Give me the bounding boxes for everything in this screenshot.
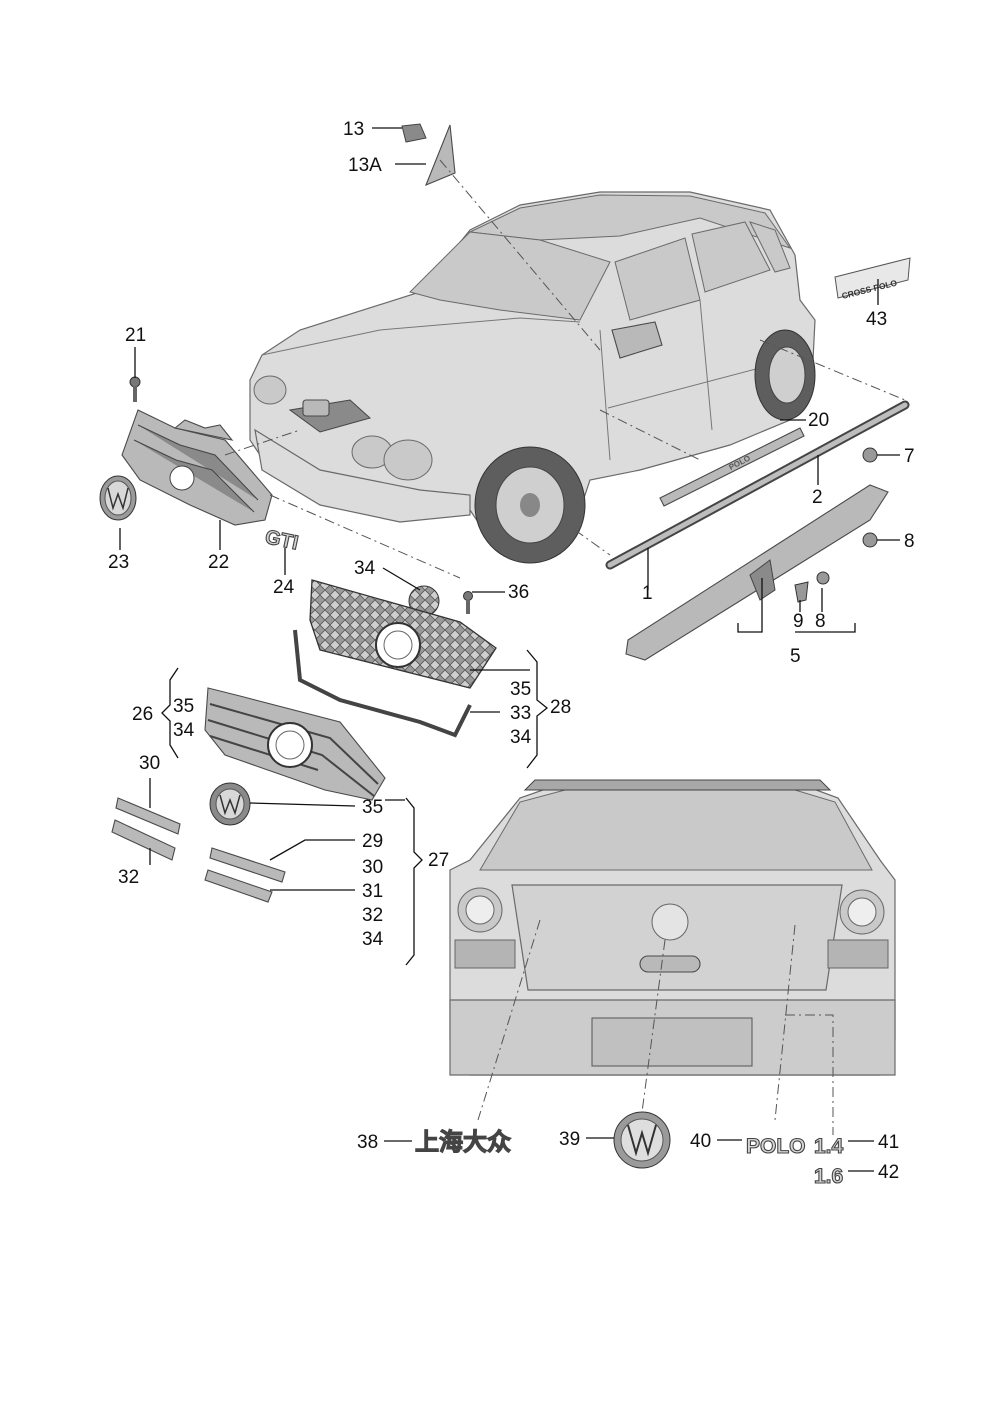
callout-43: 43	[866, 309, 887, 330]
badge-1-6: 1.6	[814, 1165, 843, 1188]
callout-34d: 34	[362, 929, 384, 950]
callout-38: 38	[357, 1132, 378, 1153]
callout-32b: 32	[362, 905, 383, 926]
sill-panel-part	[625, 484, 889, 661]
callout-35a: 35	[173, 696, 194, 717]
callout-labels: 13 13A 43 21 20 7 2 8 23 22 24 34 36 1 9…	[108, 119, 915, 1183]
trim-strip-part	[293, 629, 472, 738]
callout-26: 26	[132, 704, 153, 725]
chinese-badge: 上海大众	[415, 1128, 511, 1156]
callout-31: 31	[362, 881, 383, 902]
callout-39: 39	[559, 1129, 580, 1150]
side-moulding-parts	[605, 400, 910, 570]
callout-33: 33	[510, 703, 531, 724]
callout-7: 7	[904, 446, 915, 467]
callout-13a: 13A	[348, 155, 382, 176]
cross-polo-badge	[834, 257, 911, 299]
callout-20: 20	[808, 410, 829, 431]
upper-grille-part	[121, 409, 273, 526]
callout-40: 40	[690, 1131, 711, 1152]
callout-35b: 35	[510, 679, 531, 700]
callout-21: 21	[125, 325, 146, 346]
sill-badge-text: POLO	[727, 454, 751, 472]
callout-35c: 35	[362, 797, 383, 818]
callout-28: 28	[550, 697, 571, 718]
callout-8a: 8	[904, 531, 915, 552]
callout-24: 24	[273, 577, 295, 598]
callout-2: 2	[812, 487, 823, 508]
callout-32a: 32	[118, 867, 139, 888]
rear-car-illustration	[449, 779, 896, 1076]
mirror-trim-part	[401, 123, 456, 187]
callout-30a: 30	[139, 753, 160, 774]
callout-30b: 30	[362, 857, 383, 878]
clip-icon	[794, 447, 878, 603]
callout-34c: 34	[510, 727, 532, 748]
callout-5: 5	[790, 646, 801, 667]
vw-logo-icon	[99, 475, 137, 521]
small-trim-strips	[111, 797, 286, 903]
callout-8b: 8	[815, 611, 826, 632]
badge-1-4: 1.4	[814, 1135, 844, 1158]
vw-logo-icon	[613, 1111, 671, 1169]
callout-36: 36	[508, 582, 529, 603]
callout-23: 23	[108, 552, 129, 573]
mesh-grille-part	[309, 579, 497, 689]
callout-42: 42	[878, 1162, 899, 1183]
callout-34b: 34	[173, 720, 195, 741]
screw-icon	[129, 376, 141, 402]
callout-9: 9	[793, 611, 804, 632]
callout-29: 29	[362, 831, 383, 852]
callout-34a: 34	[354, 558, 376, 579]
callout-27: 27	[428, 850, 449, 871]
slat-grille-part	[204, 687, 386, 801]
callout-1: 1	[642, 583, 653, 604]
callout-22: 22	[208, 552, 229, 573]
leader-lines	[119, 127, 906, 1172]
gti-badge: GTI	[263, 526, 300, 554]
screw-icon	[463, 591, 473, 614]
badge-lettering: GTI CROSS POLO POLO 上海大众 POLO 1.4 1.6	[262, 277, 898, 1188]
callout-41: 41	[878, 1132, 899, 1153]
polo-badge: POLO	[746, 1135, 806, 1158]
callout-13: 13	[343, 119, 364, 140]
vw-logo-icon	[209, 782, 251, 826]
front-car-illustration	[249, 191, 816, 564]
